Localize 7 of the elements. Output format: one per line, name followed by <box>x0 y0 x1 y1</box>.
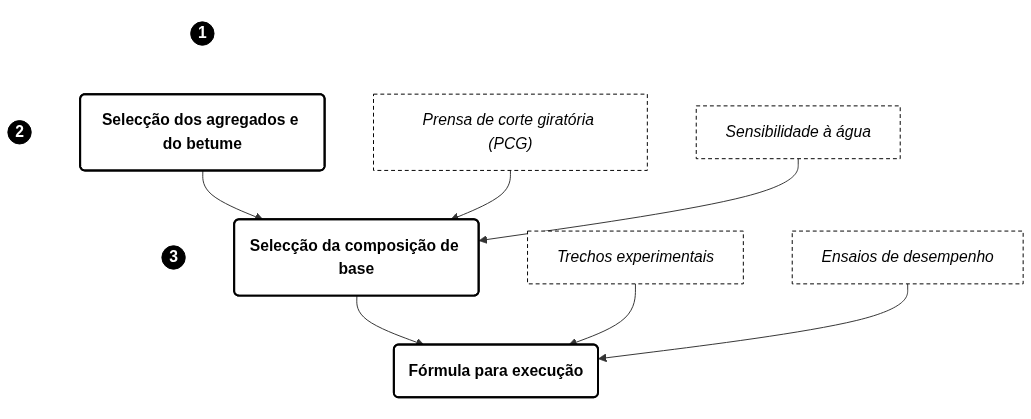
node-circle: 1 <box>190 21 215 46</box>
node-box: Sensibilidade à água <box>695 105 901 160</box>
node-circle: 2 <box>7 120 32 145</box>
node-box: Trechos experimentais <box>527 230 744 285</box>
node-box: Prensa de corte giratória (PCG) <box>373 93 648 171</box>
node-box: Ensaios de desempenho <box>791 230 1024 285</box>
node-circle: 3 <box>161 245 186 270</box>
